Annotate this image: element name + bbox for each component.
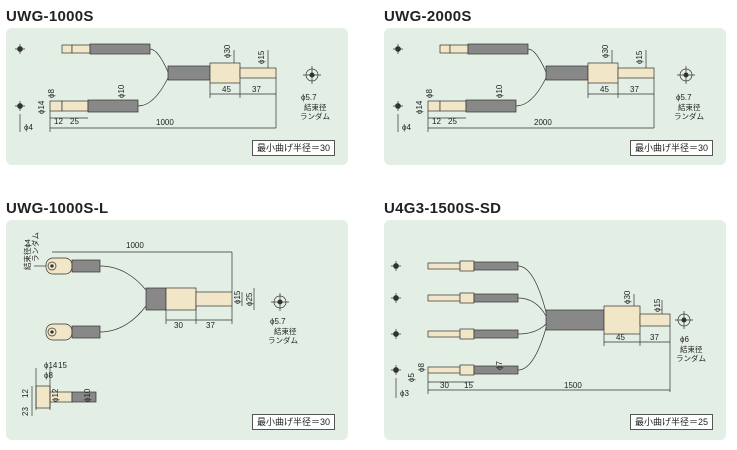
dim-label: ϕ15 bbox=[635, 50, 644, 64]
bundle-label: 結束径 bbox=[304, 102, 327, 112]
dim-label: ϕ30 bbox=[601, 44, 610, 58]
dim-label: ϕ4 bbox=[24, 123, 33, 132]
bundle-label: 結束径 bbox=[274, 326, 297, 336]
bundle-label: 結束径 bbox=[678, 102, 701, 112]
dim-label: ϕ4 bbox=[402, 123, 411, 132]
dim-label: 15 bbox=[58, 361, 67, 370]
dim-label: 1000 bbox=[126, 241, 144, 250]
dim-label: ϕ8 bbox=[44, 371, 53, 380]
bend-radius-note: 最小曲げ半径＝30 bbox=[252, 140, 336, 156]
dim-label: ϕ8 bbox=[417, 363, 426, 372]
dim-label: ϕ10 bbox=[495, 84, 504, 98]
dim-label: ϕ14 bbox=[37, 100, 46, 114]
drawing-panel: 45 37 ϕ30 ϕ15 ϕ10 ϕ8 ϕ14 12 25 1000 ϕ4 ϕ… bbox=[6, 28, 348, 165]
bend-radius-note: 最小曲げ半径＝25 bbox=[630, 414, 714, 430]
bundle-label: ランダム bbox=[674, 111, 704, 121]
dim-label: 30 bbox=[440, 381, 449, 390]
dim-label: ϕ14 bbox=[415, 100, 424, 114]
dim-label: ϕ5.7 bbox=[676, 93, 692, 102]
dim-label: 12 bbox=[54, 117, 63, 126]
dim-label: 結束径ϕ4 bbox=[22, 239, 32, 270]
dim-label: 15 bbox=[464, 381, 473, 390]
dim-label: 30 bbox=[174, 321, 183, 330]
bend-radius-note: 最小曲げ半径＝30 bbox=[252, 414, 336, 430]
dim-label: ϕ5.7 bbox=[270, 317, 286, 326]
dim-label: 23 bbox=[21, 407, 30, 416]
dim-label: 37 bbox=[650, 333, 659, 342]
dim-label: ϕ15 bbox=[257, 50, 266, 64]
dim-label: 45 bbox=[616, 333, 625, 342]
dim-label: ϕ14 bbox=[44, 361, 58, 370]
dim-label: ϕ25 bbox=[245, 292, 254, 306]
bundle-label: 結束径 bbox=[680, 344, 703, 354]
fiber-drawing: 45 37 ϕ30 ϕ15 ϕ10 ϕ8 ϕ14 12 25 1000 ϕ4 ϕ… bbox=[15, 43, 330, 132]
bundle-label: ランダム bbox=[300, 111, 330, 121]
dim-label: ϕ8 bbox=[47, 89, 56, 98]
model-title: UWG-1000S-L bbox=[6, 200, 109, 217]
dim-label: ϕ30 bbox=[223, 44, 232, 58]
dim-label: 37 bbox=[630, 85, 639, 94]
bundle-label: ランダム bbox=[676, 353, 706, 363]
fiber-drawing: ϕ30 ϕ15 45 37 ϕ7 ϕ8 ϕ5 30 15 1500 ϕ3 ϕ6 … bbox=[391, 260, 706, 398]
dim-label: 1500 bbox=[564, 381, 582, 390]
dim-label: 2000 bbox=[534, 118, 552, 127]
dim-label: ϕ5 bbox=[407, 373, 416, 382]
dim-label: ϕ7 bbox=[495, 361, 504, 370]
dim-label: ϕ10 bbox=[117, 84, 126, 98]
dim-label: 45 bbox=[600, 85, 609, 94]
dim-label: ϕ5.7 bbox=[301, 93, 317, 102]
dim-label: ϕ12 bbox=[51, 388, 60, 402]
model-title: U4G3-1500S-SD bbox=[384, 200, 502, 217]
drawing-panel: 45 37 ϕ30 ϕ15 ϕ10 ϕ8 ϕ14 12 25 2000 ϕ4 ϕ… bbox=[384, 28, 726, 165]
bend-radius-note: 最小曲げ半径＝30 bbox=[630, 140, 714, 156]
dim-label: 1000 bbox=[156, 118, 174, 127]
fiber-drawing: 1000 結束径ϕ4 ランダム ϕ15 ϕ25 30 37 ϕ5.7 結束径 ラ… bbox=[21, 232, 298, 416]
drawing-panel: ϕ30 ϕ15 45 37 ϕ7 ϕ8 ϕ5 30 15 1500 ϕ3 ϕ6 … bbox=[384, 220, 726, 440]
dim-label: 25 bbox=[448, 117, 457, 126]
dim-label: ϕ15 bbox=[233, 290, 242, 304]
dim-label: 37 bbox=[252, 85, 261, 94]
dim-label: ランダム bbox=[30, 232, 40, 262]
dim-label: 12 bbox=[432, 117, 441, 126]
dim-label: 25 bbox=[70, 117, 79, 126]
model-title: UWG-1000S bbox=[6, 8, 94, 25]
dim-label: ϕ10 bbox=[83, 388, 92, 402]
dim-label: 37 bbox=[206, 321, 215, 330]
dim-label: 45 bbox=[222, 85, 231, 94]
bundle-label: ランダム bbox=[268, 335, 298, 345]
dim-label: 12 bbox=[21, 389, 30, 398]
fiber-drawing: 45 37 ϕ30 ϕ15 ϕ10 ϕ8 ϕ14 12 25 2000 ϕ4 ϕ… bbox=[393, 43, 704, 132]
drawing-panel: 1000 結束径ϕ4 ランダム ϕ15 ϕ25 30 37 ϕ5.7 結束径 ラ… bbox=[6, 220, 348, 440]
model-title: UWG-2000S bbox=[384, 8, 472, 25]
dim-label: ϕ15 bbox=[653, 298, 662, 312]
dim-label: ϕ3 bbox=[400, 389, 409, 398]
dim-label: ϕ6 bbox=[680, 335, 689, 344]
dim-label: ϕ8 bbox=[425, 89, 434, 98]
dim-label: ϕ30 bbox=[623, 290, 632, 304]
